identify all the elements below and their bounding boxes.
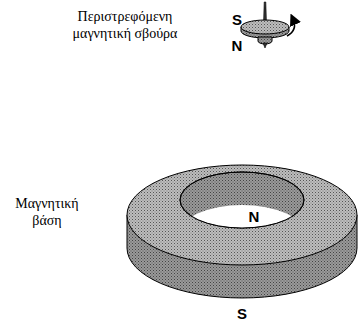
ring-magnet [127,165,357,298]
pole-label: S [229,12,245,28]
pole-label: N [229,38,245,54]
pole-label: S [234,306,250,322]
part-label: Περιστρεφόμενη μαγνητική σβούρα [60,8,190,42]
spinning-top [241,2,295,48]
part-label: Μαγνητική βάση [2,195,92,229]
pole-label: N [246,209,262,225]
